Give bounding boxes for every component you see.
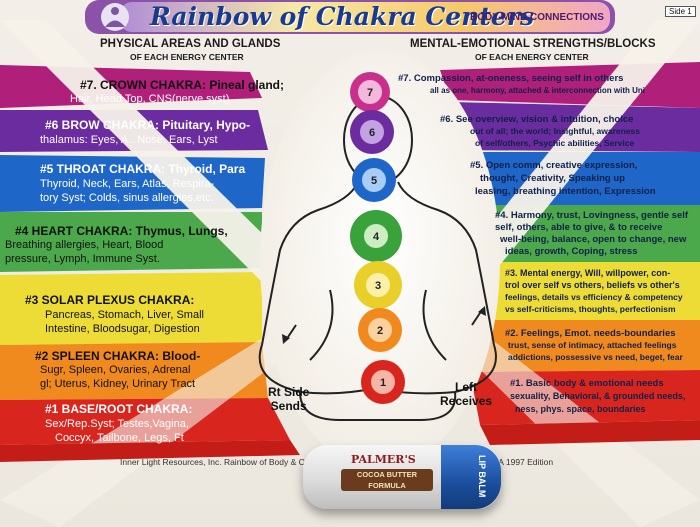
chakra-2-left-title: #2 SPLEEN CHAKRA: Blood- bbox=[35, 349, 201, 363]
chakra-3-right-line-2: trol over self vs others, beliefs vs oth… bbox=[505, 280, 680, 290]
band-heart-left bbox=[0, 212, 262, 272]
page-mark: Side 1 bbox=[665, 6, 696, 17]
poster-title: Rainbow of Chakra Centers bbox=[150, 2, 535, 31]
lip-balm-tube: PALMER'S COCOA BUTTER FORMULA LIP BALM bbox=[303, 445, 501, 509]
chakra-number-2: 2 bbox=[377, 325, 383, 337]
ray-lower-right bbox=[440, 315, 700, 527]
chakra-3-right-line-3: feelings, details vs efficiency & compet… bbox=[505, 292, 683, 302]
chakra-5-flower bbox=[352, 158, 396, 202]
chakra-6-left-title: #6 BROW CHAKRA: Pituitary, Hypo- bbox=[45, 118, 251, 132]
rt-side-sends-label: Rt Side Sends bbox=[268, 385, 310, 413]
chakra-6-right-line-1: #6. See overview, vision & intuition, ch… bbox=[440, 114, 634, 125]
chakra-3-flower bbox=[354, 261, 402, 309]
chakra-2-right-line-1: #2. Feelings, Emot. needs-boundaries bbox=[505, 328, 676, 339]
left-column-subheading: OF EACH ENERGY CENTER bbox=[130, 52, 244, 62]
chakra-4-right-line-1: #4. Harmony, trust, Lovingness, gentle s… bbox=[495, 210, 689, 221]
chakra-1-right-line-3: ness, phys. space, boundaries bbox=[515, 404, 646, 414]
band-solar-left bbox=[0, 272, 262, 345]
chakra-2-flower bbox=[358, 308, 402, 352]
chakra-number-3: 3 bbox=[375, 280, 381, 292]
chakra-3-left-line-2: Intestine, Bloodsugar, Digestion bbox=[45, 323, 200, 335]
poster-subtitle: BODY-MIND CONNECTIONS bbox=[470, 12, 604, 23]
ray-upper-left bbox=[0, 20, 330, 320]
title-banner-rainbow bbox=[120, 2, 610, 32]
chakra-7-flower bbox=[350, 72, 390, 112]
chakra-5-right-line-3: leasing, breathing intention, Expression bbox=[475, 186, 656, 197]
chakra-6-flower bbox=[350, 110, 394, 154]
chakra-6-left-line: thalamus: Eyes, A...Nose, Ears, Lyst bbox=[40, 134, 218, 146]
chakra-number-5: 5 bbox=[371, 175, 377, 187]
chakra-3-right-line-4: vs self-criticisms, thoughts, perfection… bbox=[505, 304, 676, 314]
chakra-1-right-line-2: sexuality, Behavioral, & grounded needs, bbox=[510, 391, 686, 401]
left-column-heading: PHYSICAL AREAS AND GLANDS bbox=[100, 38, 281, 50]
chakra-7-right-line-2: all as one, harmony, attached & intercon… bbox=[430, 86, 645, 95]
chakra-4-left-line-1: Breathing allergies, Heart, Blood bbox=[5, 239, 164, 251]
chakra-4-left-title: #4 HEART CHAKRA: Thymus, Lungs, bbox=[15, 224, 228, 238]
chakra-5-left-line-2: tory Syst; Colds, sinus allergies,etc. bbox=[40, 192, 214, 204]
chakra-7-left-line: Hair, Head Top, CNS(nerve syst) bbox=[70, 93, 230, 105]
chakra-3-left-line-1: Pancreas, Stomach, Liver, Small bbox=[45, 309, 204, 321]
lip-balm-cap: LIP BALM bbox=[441, 445, 501, 509]
chakra-2-left-line-1: Sugr, Spleen, Ovaries, Adrenal bbox=[40, 364, 191, 376]
chakra-6-right-line-2: out of all; the world; Insightful, aware… bbox=[470, 126, 641, 136]
band-spleen-right bbox=[468, 320, 700, 372]
chakra-4-right-line-2: self, others, able to give, & to receive bbox=[495, 222, 663, 233]
chakra-5-left-line-1: Thyroid, Neck, Ears, Atlas, Respira- bbox=[40, 178, 215, 190]
right-column-subheading: OF EACH ENERGY CENTER bbox=[475, 52, 589, 62]
chakra-4-left-line-2: pressure, Lymph, Immune Syst. bbox=[5, 253, 160, 265]
chakra-2-right-line-2: trust, sense of intimacy, attached feeli… bbox=[508, 340, 677, 350]
chakra-5-right-line-1: #5. Open comm, creative expression, bbox=[470, 160, 638, 171]
chakra-4-flower bbox=[350, 210, 402, 262]
chakra-3-left-title: #3 SOLAR PLEXUS CHAKRA: bbox=[25, 293, 195, 307]
chakra-number-1: 1 bbox=[380, 377, 386, 389]
lip-balm-brand: PALMER'S bbox=[351, 453, 416, 466]
band-crown-right bbox=[440, 62, 700, 108]
chakra-number-4: 4 bbox=[373, 231, 380, 243]
chakra-number-6: 6 bbox=[369, 127, 375, 139]
chakra-3-right-line-1: #3. Mental energy, Will, willpower, con- bbox=[505, 268, 671, 278]
chakra-2-left-line-2: gl; Uterus, Kidney, Urinary Tract bbox=[40, 378, 196, 390]
lip-balm-cap-text: LIP BALM bbox=[477, 455, 487, 498]
chakra-5-right-line-2: thought, Creativity, Speaking up bbox=[480, 173, 625, 184]
chakra-1-left-title: #1 BASE/ROOT CHAKRA: bbox=[45, 402, 193, 416]
right-column-heading: MENTAL-EMOTIONAL STRENGTHS/BLOCKS bbox=[410, 38, 656, 50]
lip-balm-product: COCOA BUTTER FORMULA bbox=[341, 469, 433, 491]
chakra-4-right-line-3: well-being, balance, open to change, new bbox=[500, 234, 687, 245]
chakra-1-left-line-2: Coccyx, Tailbone, Legs, Ft bbox=[55, 432, 184, 444]
chakra-number-7: 7 bbox=[367, 87, 373, 99]
left-receives-label: Left Receives bbox=[440, 380, 493, 408]
band-solar-right bbox=[468, 262, 700, 320]
chakra-7-left-title: #7. CROWN CHAKRA: Pineal gland; bbox=[80, 78, 285, 92]
chakra-1-right-line-1: #1. Basic body & emotional needs bbox=[510, 378, 664, 389]
chakra-7-right-line-1: #7. Compassion, at-oneness, seeing self … bbox=[398, 73, 624, 84]
chakra-2-right-line-3: addictions, possessive vs need, beget, f… bbox=[508, 352, 683, 362]
chakra-6-right-line-3: of self/others, Psychic abilities, Servi… bbox=[475, 138, 635, 148]
chakra-1-flower bbox=[361, 360, 405, 404]
chakra-4-right-line-4: ideas, growth, Coping, stress bbox=[505, 246, 638, 257]
ray-lower-left bbox=[0, 315, 320, 527]
chakra-1-left-line-1: Sex/Rep.Syst; Testes,Vagina, bbox=[45, 418, 189, 430]
chakra-5-left-title: #5 THROAT CHAKRA: Thyroid, Para bbox=[40, 162, 246, 176]
